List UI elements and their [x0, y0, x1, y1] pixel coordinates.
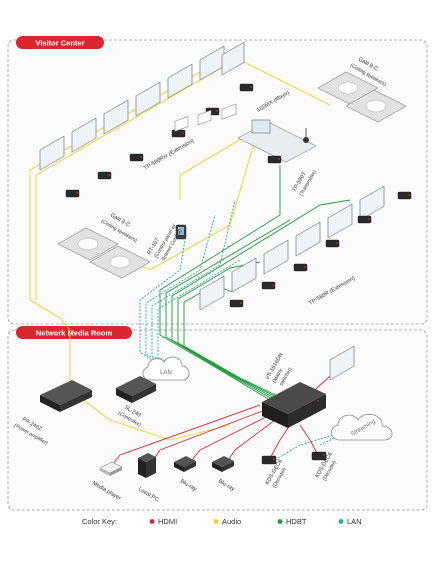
local-pc-icon [138, 453, 156, 478]
visitor-center-title: Visitor Center [35, 39, 84, 48]
visitor-center-tab [16, 36, 104, 49]
hdbt-swatch [277, 519, 283, 524]
audio-wires [29, 54, 331, 441]
projection-screen [329, 345, 355, 381]
display-screen [167, 63, 193, 99]
display-screen [39, 135, 65, 171]
color-key: Color Key: HDMI Audio HDBT LAN [82, 517, 362, 526]
hdmi-swatch [149, 519, 155, 524]
laptop-icon [251, 119, 271, 134]
display-screen [135, 81, 161, 117]
streaming-cloud [331, 413, 393, 441]
display-screen [71, 117, 97, 153]
audio-swatch [213, 519, 219, 524]
lan-cloud-label: LAN [160, 370, 172, 376]
sl240-box [116, 376, 156, 403]
matrix-switcher [262, 382, 326, 428]
receiver-box [65, 83, 254, 198]
color-key-audio: Audio [222, 517, 241, 526]
color-key-hdbt: HDBT [286, 517, 307, 526]
media-player-icon [99, 461, 123, 476]
bluray-icon [174, 456, 234, 472]
display-screen [221, 41, 245, 76]
receiver-box [229, 191, 412, 308]
color-key-lan: LAN [347, 517, 362, 526]
color-key-title: Color Key: [82, 517, 117, 526]
top-screen-row [39, 41, 254, 198]
color-key-hdmi: HDMI [158, 517, 177, 526]
display-screen [103, 99, 129, 135]
ceiling-speakers-mid [57, 227, 151, 279]
mixer-desk [237, 119, 317, 164]
ceiling-speakers-top [317, 71, 407, 123]
transmitter-box [267, 155, 282, 164]
pa240z-box [40, 380, 92, 412]
control-panels [174, 103, 237, 240]
lan-swatch [338, 519, 344, 524]
lower-screen-row [199, 185, 412, 311]
lan-cloud [142, 356, 190, 381]
decoder-box [261, 451, 327, 465]
network-media-room-tab [16, 326, 132, 339]
network-media-room-title: Network Media Room [36, 329, 113, 338]
